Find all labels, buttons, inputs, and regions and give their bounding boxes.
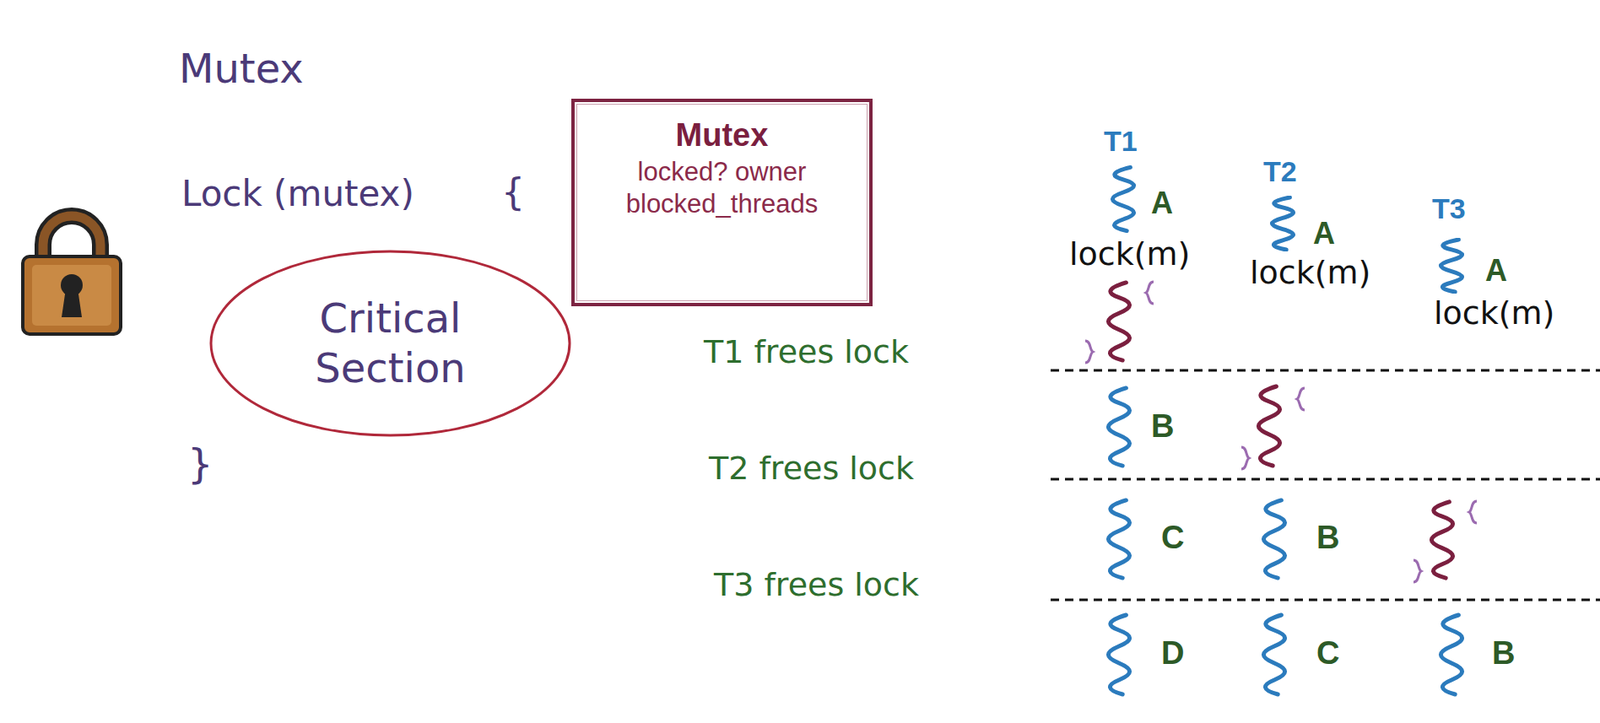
struct-fields: locked? owner blocked_threads xyxy=(626,156,818,221)
slide-title: Mutex xyxy=(178,47,304,90)
step-label: A xyxy=(1485,254,1508,287)
brace-mark xyxy=(1469,501,1477,524)
brace-mark xyxy=(1085,340,1093,363)
brace-mark xyxy=(1241,447,1249,470)
brace-mark xyxy=(1145,281,1154,304)
event-note: T3 frees lock xyxy=(713,568,919,603)
step-label: B xyxy=(1491,637,1515,671)
step-label: B xyxy=(1151,410,1174,444)
critical-squiggle xyxy=(1431,502,1453,579)
padlock-body xyxy=(22,256,121,335)
padlock-shackle-outline xyxy=(43,216,101,259)
dashed-separator xyxy=(1050,478,1600,482)
step-label: A xyxy=(1313,217,1336,250)
thread-squiggle xyxy=(1112,167,1134,231)
thread-squiggle xyxy=(1108,500,1130,579)
thread-squiggle xyxy=(1440,615,1462,695)
thread-name: T2 xyxy=(1263,156,1298,188)
thread-squiggle xyxy=(1263,615,1285,695)
section-text: Critical Section xyxy=(314,293,465,393)
step-label: B xyxy=(1316,521,1340,556)
step-label: C xyxy=(1161,521,1184,556)
event-note: T2 frees lock xyxy=(708,452,914,487)
dashed-separator xyxy=(1050,369,1600,373)
step-label: C xyxy=(1316,637,1340,671)
brace: } xyxy=(187,443,214,486)
dashed-separator xyxy=(1050,599,1600,602)
brace: { xyxy=(501,172,525,212)
critical-squiggle xyxy=(1108,282,1130,361)
struct-box: Mutexlocked? owner blocked_threads xyxy=(571,98,873,307)
padlock-keyhole xyxy=(61,288,82,318)
padlock-face xyxy=(32,264,112,326)
padlock-shackle xyxy=(43,216,101,259)
ellipse-outline xyxy=(210,251,570,436)
critical-squiggle xyxy=(1258,386,1280,466)
brace-mark xyxy=(1297,388,1305,411)
lock-call: lock(m) xyxy=(1249,256,1371,291)
thread-squiggle xyxy=(1440,239,1462,292)
brace-mark xyxy=(1413,560,1422,583)
thread-squiggle xyxy=(1271,197,1293,250)
event-note: T1 frees lock xyxy=(703,335,909,370)
lock-call: lock(m) xyxy=(1433,297,1555,331)
thread-name: T3 xyxy=(1432,194,1466,225)
thread-name: T1 xyxy=(1103,126,1138,157)
ellipse-outline xyxy=(209,249,572,438)
lock-call: lock(m) xyxy=(1069,237,1190,272)
critical-section-ellipse: Critical Section xyxy=(209,249,572,438)
struct-heading: Mutex xyxy=(675,117,769,155)
thread-squiggle xyxy=(1108,615,1130,695)
thread-squiggle xyxy=(1263,500,1285,579)
step-label: A xyxy=(1151,187,1173,220)
step-label: D xyxy=(1161,637,1184,671)
thread-squiggle xyxy=(1108,388,1130,466)
code-text: Lock (mutex) xyxy=(181,175,415,213)
